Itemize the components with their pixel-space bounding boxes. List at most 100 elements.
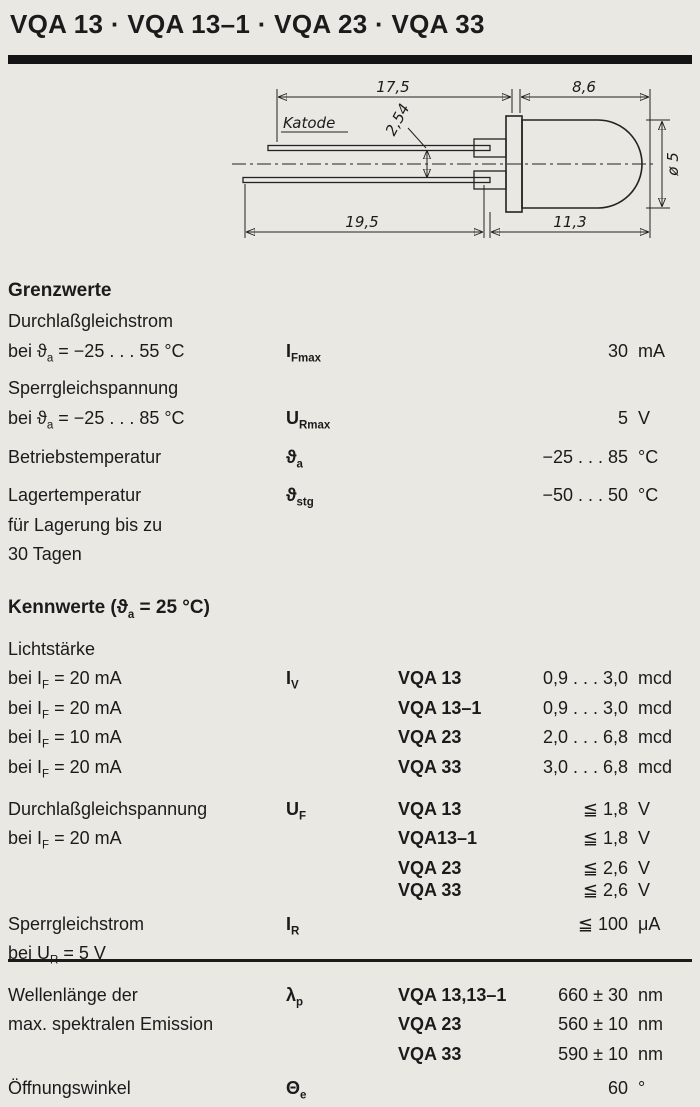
value: 560 ± 10	[558, 1014, 628, 1035]
spec-row: bei IF = 20 mA VQA 13–1 0,9 . . . 3,0 mc…	[8, 697, 696, 727]
parameter-label: Sperrgleichspannung	[8, 378, 179, 399]
spec-row: VQA 33 590 ± 10 nm	[8, 1043, 696, 1065]
unit: mA	[638, 340, 665, 361]
spec-row: Durchlaßgleichspannung UF VQA 13 ≦ 1,8 V	[8, 798, 696, 828]
unit: V	[638, 798, 651, 819]
value: 0,9 . . . 3,0	[542, 668, 628, 689]
unit: V	[638, 407, 651, 428]
value: 30	[607, 340, 628, 361]
value: ≦ 1,8	[582, 798, 628, 819]
spec-row: Betriebstemperatur ϑa −25 . . . 85 °C	[8, 446, 696, 476]
symbol: ϑa	[286, 447, 303, 471]
type-name: VQA 23	[398, 857, 462, 878]
spec-row: bei IF = 20 mA VQA 33 3,0 . . . 6,8 mcd	[8, 756, 696, 786]
symbol: UF	[286, 798, 307, 823]
unit: V	[638, 879, 651, 900]
dim-label-11-3: 11,3	[553, 213, 586, 231]
type-name: VQA 23	[398, 1014, 462, 1035]
value: 5	[617, 407, 628, 428]
value: ≦ 1,8	[582, 828, 628, 849]
spec-row: Durchlaßgleichstrom	[8, 310, 696, 340]
bottom-rule	[8, 959, 692, 962]
value: 60	[607, 1078, 628, 1099]
dim-label-17-5: 17,5	[376, 80, 409, 96]
parameter-label: bei IF = 20 mA	[8, 697, 122, 722]
symbol: Θe	[286, 1078, 307, 1102]
spec-row: bei IF = 20 mA IV VQA 13 0,9 . . . 3,0 m…	[8, 667, 696, 697]
unit: mcd	[638, 697, 673, 718]
spec-row: Lichtstärke	[8, 638, 696, 668]
led-dimension-drawing: Katode 17,5 8,6 2,54 ø 5 19,5 11,3	[232, 80, 682, 238]
parameter-label: bei UR = 5 V	[8, 943, 106, 967]
type-name: VQA 33	[398, 756, 462, 777]
unit: V	[638, 857, 651, 878]
parameter-label: 30 Tagen	[8, 544, 82, 565]
lead-top	[267, 144, 491, 152]
spec-row: Lagertemperatur ϑstg −50 . . . 50 °C	[8, 484, 696, 514]
spec-row: Öffnungswinkel Θe 60 °	[8, 1077, 696, 1107]
value: ≦ 2,6	[582, 879, 628, 900]
symbol: ϑstg	[286, 484, 314, 509]
dim-label-19-5: 19,5	[345, 213, 378, 231]
symbol: URmax	[286, 407, 331, 432]
spec-row: Sperrgleichstrom IR ≦ 100 μA	[8, 913, 696, 943]
parameter-label: Wellenlänge der	[8, 984, 138, 1005]
value: 3,0 . . . 6,8	[542, 756, 628, 777]
parameter-label: Lagertemperatur	[8, 484, 142, 505]
dim-label-8-6: 8,6	[572, 80, 596, 96]
title-rule	[8, 55, 692, 64]
parameter-label: bei IF = 10 mA	[8, 727, 122, 751]
dim-label-2-54: 2,54	[382, 101, 414, 139]
parameter-label: bei IF = 20 mA	[8, 756, 122, 781]
spec-row: 30 Tagen	[8, 543, 696, 573]
parameter-label: bei IF = 20 mA	[8, 828, 122, 852]
type-name: VQA 33	[398, 879, 462, 900]
parameter-label: Durchlaßgleichspannung	[8, 798, 208, 819]
led-body	[521, 119, 643, 209]
value: 660 ± 30	[558, 984, 628, 1005]
section-heading-grenzwerte: Grenzwerte	[8, 280, 112, 301]
value: 2,0 . . . 6,8	[542, 727, 628, 748]
section-heading-kennwerte: Kennwerte (ϑa = 25 °C)	[8, 596, 210, 621]
unit: °C	[638, 447, 659, 468]
unit: μA	[638, 913, 661, 934]
leader-line	[407, 127, 427, 149]
unit: nm	[638, 1044, 664, 1065]
value: ≦ 100	[577, 913, 628, 934]
type-name: VQA 33	[398, 1044, 462, 1065]
spec-row: bei UR = 5 V	[8, 942, 696, 972]
parameter-label: für Lagerung bis zu	[8, 514, 163, 535]
unit: mcd	[638, 756, 673, 777]
katode-label: Katode	[283, 114, 335, 132]
spec-row: bei ϑa = −25 . . . 55 °C IFmax 30 mA	[8, 340, 696, 370]
parameter-label: bei ϑa = −25 . . . 55 °C	[8, 340, 185, 365]
parameter-label: Durchlaßgleichstrom	[8, 311, 174, 331]
spec-row: VQA 23 ≦ 2,6 V	[8, 857, 696, 879]
symbol: IFmax	[286, 340, 322, 365]
parameter-label: max. spektralen Emission	[8, 1014, 214, 1035]
type-name: VQA13–1	[398, 828, 478, 849]
parameter-label: bei ϑa = −25 . . . 85 °C	[8, 407, 185, 432]
spec-row: max. spektralen Emission VQA 23 560 ± 10…	[8, 1013, 696, 1043]
symbol: λp	[286, 984, 304, 1009]
dim-label-diameter: ø 5	[664, 152, 682, 177]
value: −25 . . . 85	[542, 447, 628, 468]
spec-row: bei IF = 20 mA VQA13–1 ≦ 1,8 V	[8, 827, 696, 857]
type-name: VQA 13	[398, 668, 462, 689]
type-name: VQA 13,13–1	[398, 984, 507, 1005]
unit: nm	[638, 984, 664, 1005]
unit: °C	[638, 484, 659, 505]
spec-table: Grenzwerte Durchlaßgleichstrom bei ϑa = …	[8, 280, 696, 1107]
unit: nm	[638, 1014, 664, 1035]
unit: V	[638, 828, 651, 849]
spec-row: Wellenlänge der λp VQA 13,13–1 660 ± 30 …	[8, 984, 696, 1014]
type-name: VQA 13	[398, 798, 462, 819]
symbol: IV	[286, 668, 299, 692]
value: ≦ 2,6	[582, 857, 628, 878]
parameter-label: Betriebstemperatur	[8, 447, 162, 468]
unit: mcd	[638, 727, 673, 748]
spec-row: VQA 33 ≦ 2,6 V	[8, 879, 696, 901]
spec-row: Sperrgleichspannung	[8, 377, 696, 407]
value: 0,9 . . . 3,0	[542, 697, 628, 718]
symbol: IR	[286, 913, 300, 938]
